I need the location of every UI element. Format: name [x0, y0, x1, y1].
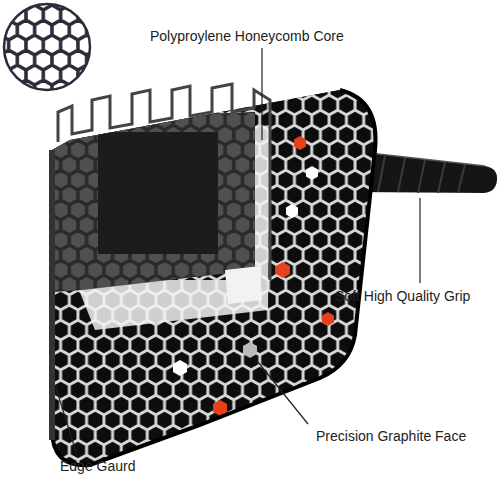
leader-line — [419, 198, 420, 283]
part-label: Precision Graphite Face — [316, 428, 466, 445]
leader-line — [56, 388, 76, 452]
leader-line — [258, 362, 308, 424]
paddle-face — [52, 84, 382, 475]
leader-lines — [56, 48, 420, 452]
grip-handle — [356, 152, 497, 193]
part-label: Soft High Quality Grip — [335, 288, 470, 305]
part-label: Edge Gaurd — [60, 458, 136, 475]
leader-line — [261, 48, 262, 140]
part-label: Polyproylene Honeycomb Core — [150, 28, 344, 45]
honeycomb-inset — [0, 0, 100, 100]
